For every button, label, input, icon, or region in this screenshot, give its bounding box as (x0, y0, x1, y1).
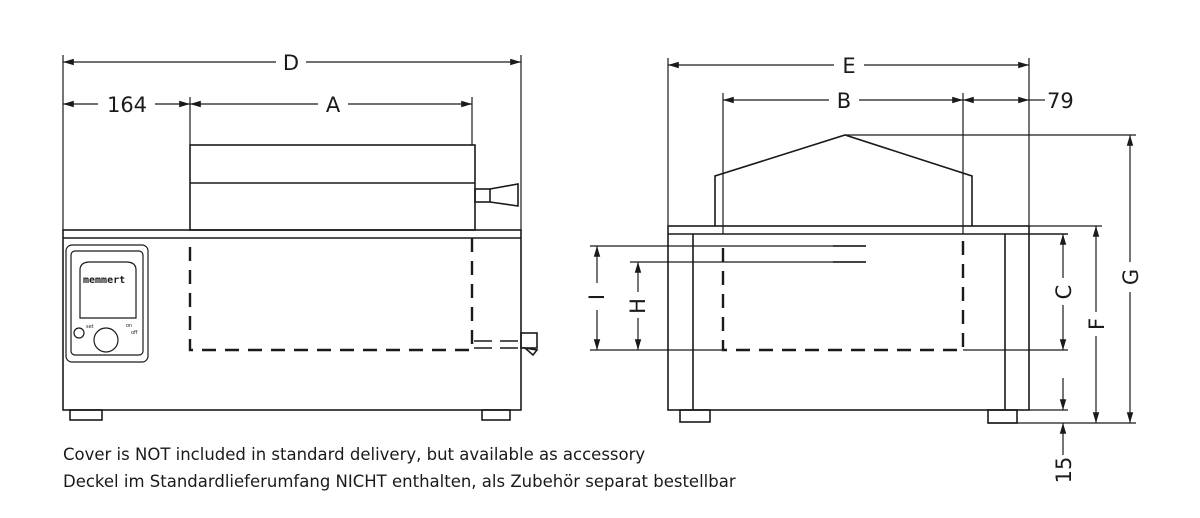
set-label: set (86, 324, 94, 330)
dimension-c: C (1052, 234, 1076, 350)
dimension-f: F (1085, 226, 1109, 423)
bath-tank-hidden (188, 238, 474, 352)
drain-outlet (474, 332, 539, 357)
label-15: 15 (1052, 457, 1076, 484)
foot (679, 409, 711, 423)
note-english: Cover is NOT included in standard delive… (63, 445, 646, 464)
dimension-g: G (1119, 135, 1143, 423)
label-i: I (585, 294, 609, 300)
cover (189, 144, 476, 231)
dimension-d: D (63, 51, 521, 75)
dimension-e: E (668, 54, 1029, 78)
display (79, 261, 137, 319)
dimension-79: 79 (963, 89, 1074, 113)
note-german: Deckel im Standardlieferumfang NICHT ent… (63, 472, 736, 491)
label-f: F (1085, 318, 1109, 330)
dimension-164: 164 (63, 93, 190, 117)
control-panel: memmert set on off (65, 244, 149, 363)
off-label: off (131, 330, 138, 336)
set-button (73, 327, 85, 339)
foot (481, 409, 511, 421)
dimension-15: 15 (1052, 423, 1076, 483)
label-b: B (837, 89, 851, 113)
label-g: G (1119, 269, 1143, 285)
label-e: E (842, 54, 855, 78)
on-label: on (126, 323, 132, 329)
side-view: E B 79 I H (585, 54, 1143, 483)
bath-body (62, 229, 522, 411)
dimension-a: A (190, 93, 472, 117)
label-a: A (326, 93, 341, 117)
cover (714, 134, 973, 226)
memmert-logo: memmert (83, 275, 125, 286)
label-d: D (283, 51, 299, 75)
cover-handle (474, 183, 519, 207)
bath-body (667, 225, 1030, 411)
bath-tank-hidden (721, 234, 965, 352)
dimension-b: B (723, 89, 963, 113)
front-view: D 164 A (62, 51, 539, 421)
foot (69, 409, 103, 421)
dimension-i: I (585, 246, 609, 350)
label-c: C (1052, 285, 1076, 300)
control-knob (93, 327, 119, 353)
foot (987, 409, 1018, 424)
label-164: 164 (107, 93, 147, 117)
label-79: 79 (1047, 89, 1074, 113)
label-h: H (626, 298, 650, 314)
dimension-h: H (626, 262, 650, 350)
